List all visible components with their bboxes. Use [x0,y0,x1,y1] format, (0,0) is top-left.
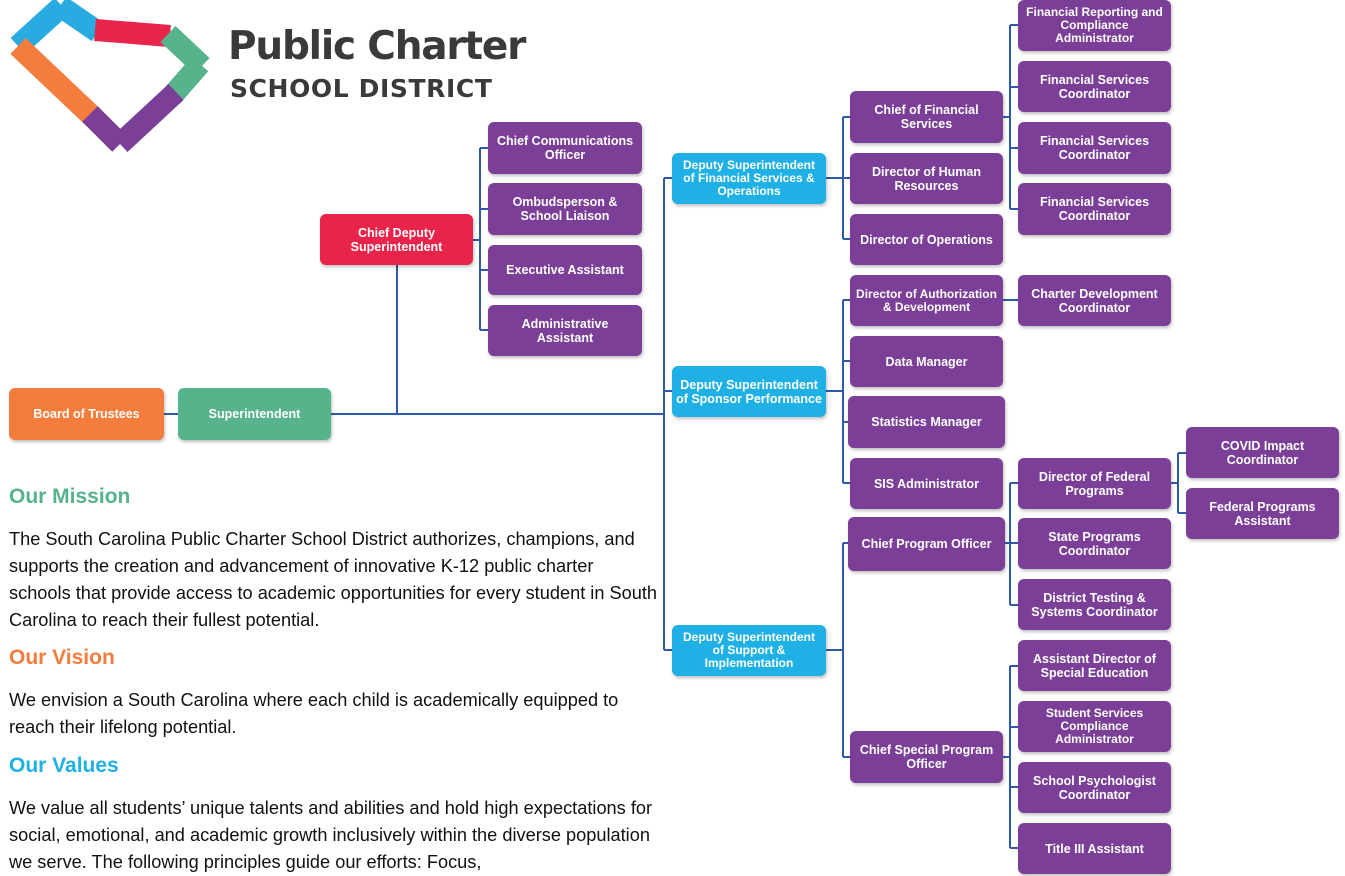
district-testing-coordinator-box: District Testing & Systems Coordinator [1018,579,1171,630]
logo-mark-icon [10,0,210,153]
executive-assistant-box: Executive Assistant [488,245,642,295]
chief-deputy-superintendent-box: Chief Deputy Superintendent [320,214,473,265]
ombudsperson-box: Ombudsperson & School Liaison [488,183,642,235]
values-text: We value all students’ unique talents an… [9,798,653,872]
logo-subtitle: SCHOOL DISTRICT [230,74,493,103]
financial-reporting-compliance-box: Financial Reporting and Compliance Admin… [1018,0,1171,51]
data-manager-box: Data Manager [850,336,1003,387]
sis-administrator-box: SIS Administrator [850,458,1003,509]
chief-financial-services-box: Chief of Financial Services [850,91,1003,143]
financial-services-coordinator-box: Financial Services Coordinator [1018,61,1171,112]
financial-services-coordinator-box: Financial Services Coordinator [1018,183,1171,235]
board-of-trustees-box: Board of Trustees [9,388,164,440]
director-operations-box: Director of Operations [850,214,1003,265]
covid-impact-coordinator-box: COVID Impact Coordinator [1186,427,1339,478]
student-services-compliance-box: Student Services Compliance Administrato… [1018,701,1171,752]
assistant-director-special-education-box: Assistant Director of Special Education [1018,640,1171,691]
administrative-assistant-box: Administrative Assistant [488,305,642,356]
district-logo: Public Charter SCHOOL DISTRICT [0,0,540,160]
values-heading: Our Values [9,754,119,777]
director-human-resources-box: Director of Human Resources [850,153,1003,204]
director-federal-programs-box: Director of Federal Programs [1018,458,1171,509]
financial-services-coordinator-box: Financial Services Coordinator [1018,122,1171,174]
chief-communications-officer-box: Chief Communications Officer [488,122,642,174]
charter-development-coordinator-box: Charter Development Coordinator [1018,275,1171,326]
vision-heading: Our Vision [9,646,115,669]
title-iii-assistant-box: Title III Assistant [1018,823,1171,874]
state-programs-coordinator-box: State Programs Coordinator [1018,518,1171,569]
statistics-manager-box: Statistics Manager [848,396,1005,448]
deputy-support-implementation-box: Deputy Superintendent of Support & Imple… [672,625,826,676]
deputy-financial-services-box: Deputy Superintendent of Financial Servi… [672,153,826,204]
deputy-sponsor-performance-box: Deputy Superintendent of Sponsor Perform… [672,366,826,417]
school-psychologist-coordinator-box: School Psychologist Coordinator [1018,762,1171,813]
mission-text: The South Carolina Public Charter School… [9,529,658,630]
superintendent-box: Superintendent [178,388,331,440]
logo-title: Public Charter [228,24,526,69]
chief-special-program-officer-box: Chief Special Program Officer [850,731,1003,783]
federal-programs-assistant-box: Federal Programs Assistant [1186,488,1339,539]
chief-program-officer-box: Chief Program Officer [848,517,1005,571]
vision-text: We envision a South Carolina where each … [9,690,619,737]
director-authorization-box: Director of Authorization & Development [850,275,1003,326]
mission-heading: Our Mission [9,485,131,508]
